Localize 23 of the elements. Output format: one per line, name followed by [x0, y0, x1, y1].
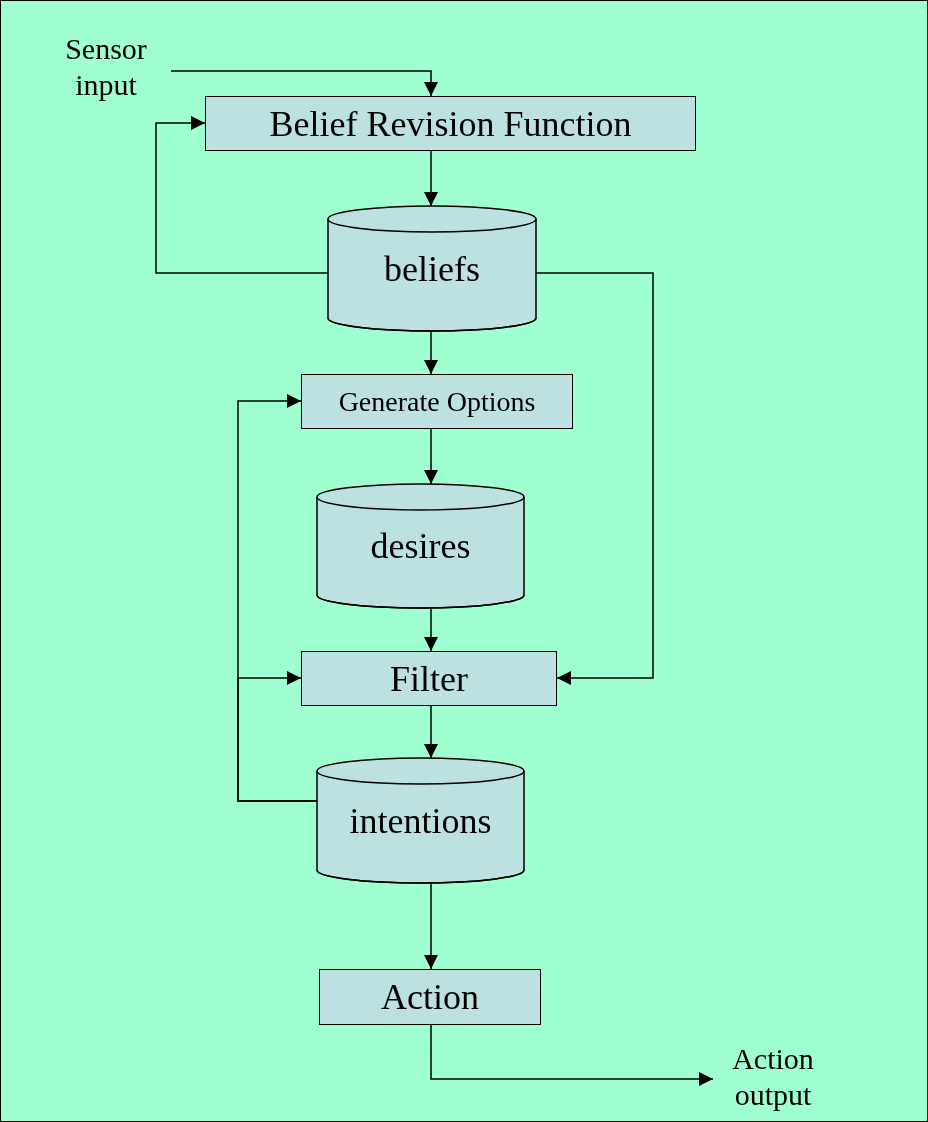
- io-label: Action output: [731, 1041, 815, 1113]
- node-label: Filter: [390, 657, 468, 700]
- arrow: [170, 70, 438, 97]
- arrow: [237, 671, 318, 802]
- io-label: Sensor input: [64, 31, 148, 103]
- process-box: [301, 651, 557, 706]
- arrow: [430, 1024, 714, 1086]
- arrow: [424, 150, 438, 207]
- process-box: [301, 374, 573, 429]
- node-label: Generate Options: [338, 385, 536, 418]
- process-box: [319, 969, 541, 1025]
- arrow: [424, 607, 438, 652]
- node-label: desires: [370, 525, 471, 567]
- arrow: [155, 116, 329, 274]
- node-label: Action: [381, 976, 479, 1018]
- node-label: beliefs: [384, 247, 480, 290]
- process-box: [205, 96, 696, 151]
- node-label: intentions: [349, 799, 492, 842]
- arrow: [424, 428, 438, 485]
- arrow: [424, 882, 438, 970]
- arrow: [424, 705, 438, 759]
- node-label: Belief Revision Function: [269, 102, 632, 145]
- arrow: [424, 330, 438, 375]
